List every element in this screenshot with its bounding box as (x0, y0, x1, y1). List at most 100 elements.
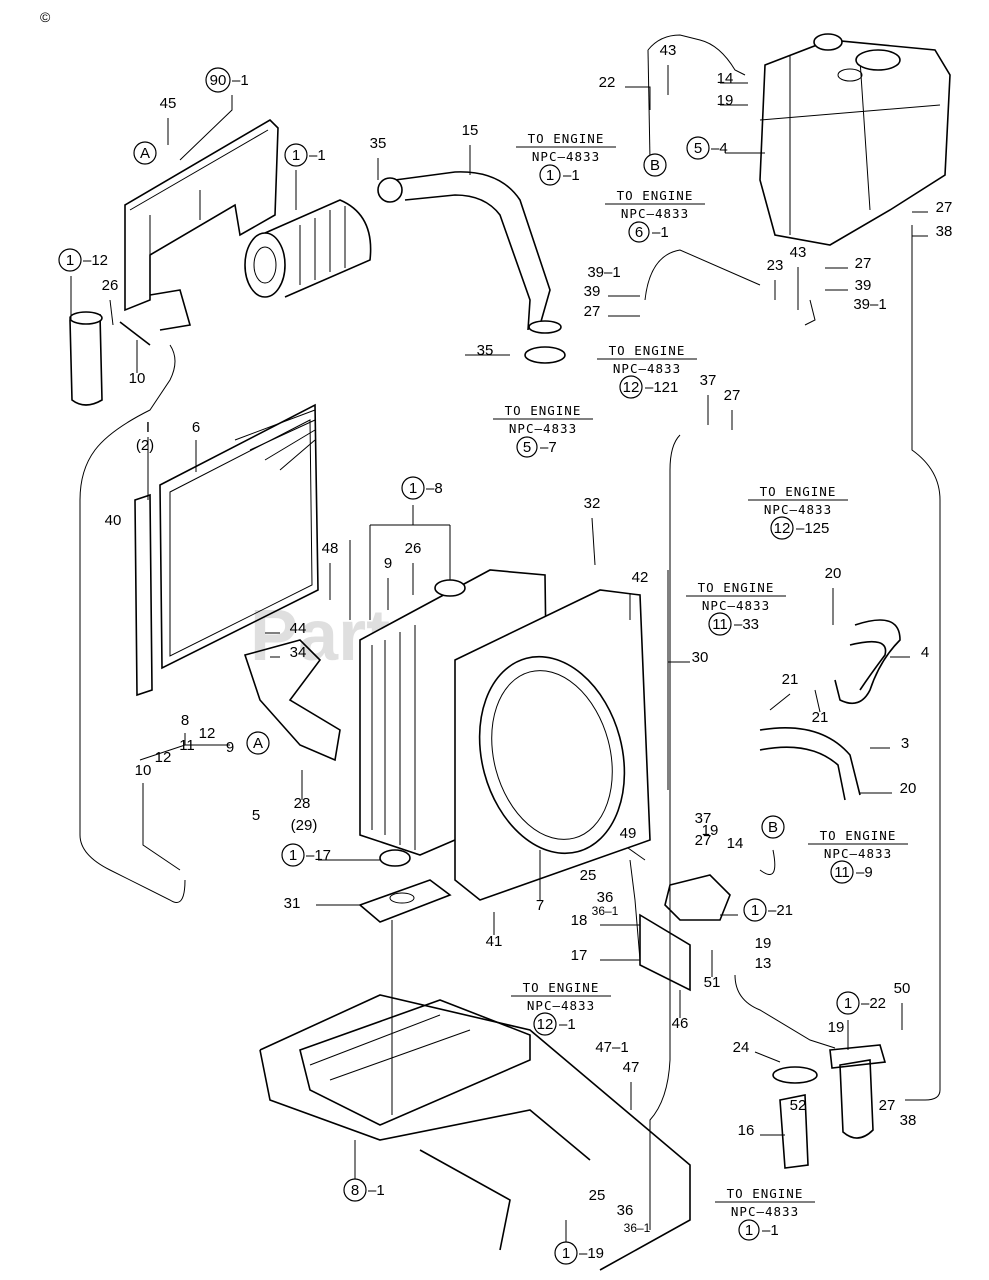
restriction-indicator (69, 289, 192, 406)
callout-c27b: 27 (936, 199, 953, 216)
callout-number: 26 (102, 277, 119, 294)
callout-c19d: 19 (828, 1019, 845, 1036)
callout-c26b: 26 (405, 540, 422, 557)
callout-suffix: –4 (711, 140, 728, 157)
callout-c39-1b: 39–1 (853, 296, 886, 313)
callout-number: 9 (384, 555, 392, 572)
callout-c1-21: 1–21 (743, 898, 793, 922)
callout-number: 35 (370, 135, 387, 152)
callout-number: 37 (695, 810, 712, 827)
callout-circle (743, 898, 767, 922)
callout-c48: 48 (322, 540, 339, 557)
callout-number: 27 (879, 1097, 896, 1114)
air-cleaner-bracket (124, 118, 279, 312)
callout-c1-12: 1–12 (58, 248, 108, 272)
callout-number: 38 (900, 1112, 917, 1129)
callout-number: 19 (717, 92, 734, 109)
callout-circle (58, 248, 82, 272)
callout-c42: 42 (632, 569, 649, 586)
callout-number: (2) (136, 437, 154, 454)
callout-number: 26 (405, 540, 422, 557)
callout-c40: 40 (105, 512, 122, 529)
callout-number: 27 (695, 832, 712, 849)
note-code: NPC–4833 (509, 421, 577, 436)
callout-number: 50 (894, 980, 911, 997)
note-ref-circle (619, 375, 643, 399)
note-ref-circle (628, 221, 650, 243)
callout-c23: 23 (767, 257, 784, 274)
callout-c39-1a: 39–1 (587, 264, 620, 281)
callout-circle (284, 143, 308, 167)
callout-c8-1: 8–1 (343, 1178, 385, 1202)
callout-number: 39 (584, 283, 601, 300)
callout-c43a: 43 (660, 42, 677, 59)
callout-number: 14 (727, 835, 744, 852)
callout-number: I (146, 419, 150, 436)
callout-c12b: 12 (155, 749, 172, 766)
callout-c20b: 20 (900, 780, 917, 797)
callout-circle (133, 141, 157, 165)
callout-c51: 51 (704, 974, 721, 991)
callout-number: 40 (105, 512, 122, 529)
callout-suffix: –1 (368, 1182, 385, 1199)
callout-c27f: 27 (879, 1097, 896, 1114)
note-ref-circle (533, 1012, 557, 1036)
note-ref-suffix: –9 (856, 864, 873, 881)
callout-number: 36–1 (592, 904, 619, 918)
callout-number: 12 (199, 725, 216, 742)
note-ref-suffix: –121 (645, 379, 678, 396)
callout-number: 39–1 (587, 264, 620, 281)
callout-c11a: 11 (179, 737, 195, 754)
note-ref: 5 (523, 439, 531, 456)
callout-number: 31 (284, 895, 301, 912)
copyright-mark: © (40, 9, 51, 25)
overflow-hose (79, 344, 186, 903)
note-code: NPC–4833 (621, 206, 689, 221)
callout-c37a: 37 (695, 810, 712, 827)
callout-number: 1 (289, 847, 297, 864)
fuel-filter (772, 1044, 887, 1169)
note-ref: 12 (774, 520, 791, 537)
callout-number: 17 (571, 947, 588, 964)
callout-number: 36 (617, 1202, 634, 1219)
callout-number: A (253, 735, 263, 752)
callout-c9b: 9 (226, 739, 234, 756)
note-ref-suffix: –1 (559, 1016, 576, 1033)
callout-c35a: 35 (370, 135, 387, 152)
callout-c47-1: 47–1 (595, 1039, 628, 1056)
callout-c10b: 10 (135, 762, 152, 779)
callout-c36b: 36 (617, 1202, 634, 1219)
note-ref: 1 (745, 1222, 753, 1239)
callout-number: 46 (672, 1015, 689, 1032)
note-ref: 12 (623, 379, 640, 396)
callout-number: 11 (179, 737, 195, 754)
callout-c1-19: 1–19 (554, 1241, 604, 1265)
callout-number: 30 (692, 649, 709, 666)
callout-number: 36 (597, 889, 614, 906)
note-destination: TO ENGINE (609, 343, 686, 358)
note-ref: 12 (537, 1016, 554, 1033)
note-ref-circle (770, 516, 794, 540)
callout-number: 37 (700, 372, 717, 389)
callout-c21b: 21 (812, 709, 829, 726)
callout-cA2: A (246, 731, 270, 755)
callout-circle (205, 67, 231, 93)
fan-shroud (454, 589, 651, 901)
callout-number: 27 (855, 255, 872, 272)
callout-c34: 34 (290, 644, 307, 661)
callout-c19b: 19 (755, 935, 772, 952)
callout-circle (246, 731, 270, 755)
callout-c28: 28 (294, 795, 311, 812)
callout-number: 14 (717, 70, 734, 87)
callout-c14b: 14 (717, 70, 734, 87)
callout-number: B (768, 819, 778, 836)
note-ref: 6 (635, 224, 643, 241)
note-ref-suffix: –1 (762, 1222, 779, 1239)
stay-bracket (243, 639, 341, 762)
note-code: NPC–4833 (532, 149, 600, 164)
callout-number: 19 (702, 822, 719, 839)
